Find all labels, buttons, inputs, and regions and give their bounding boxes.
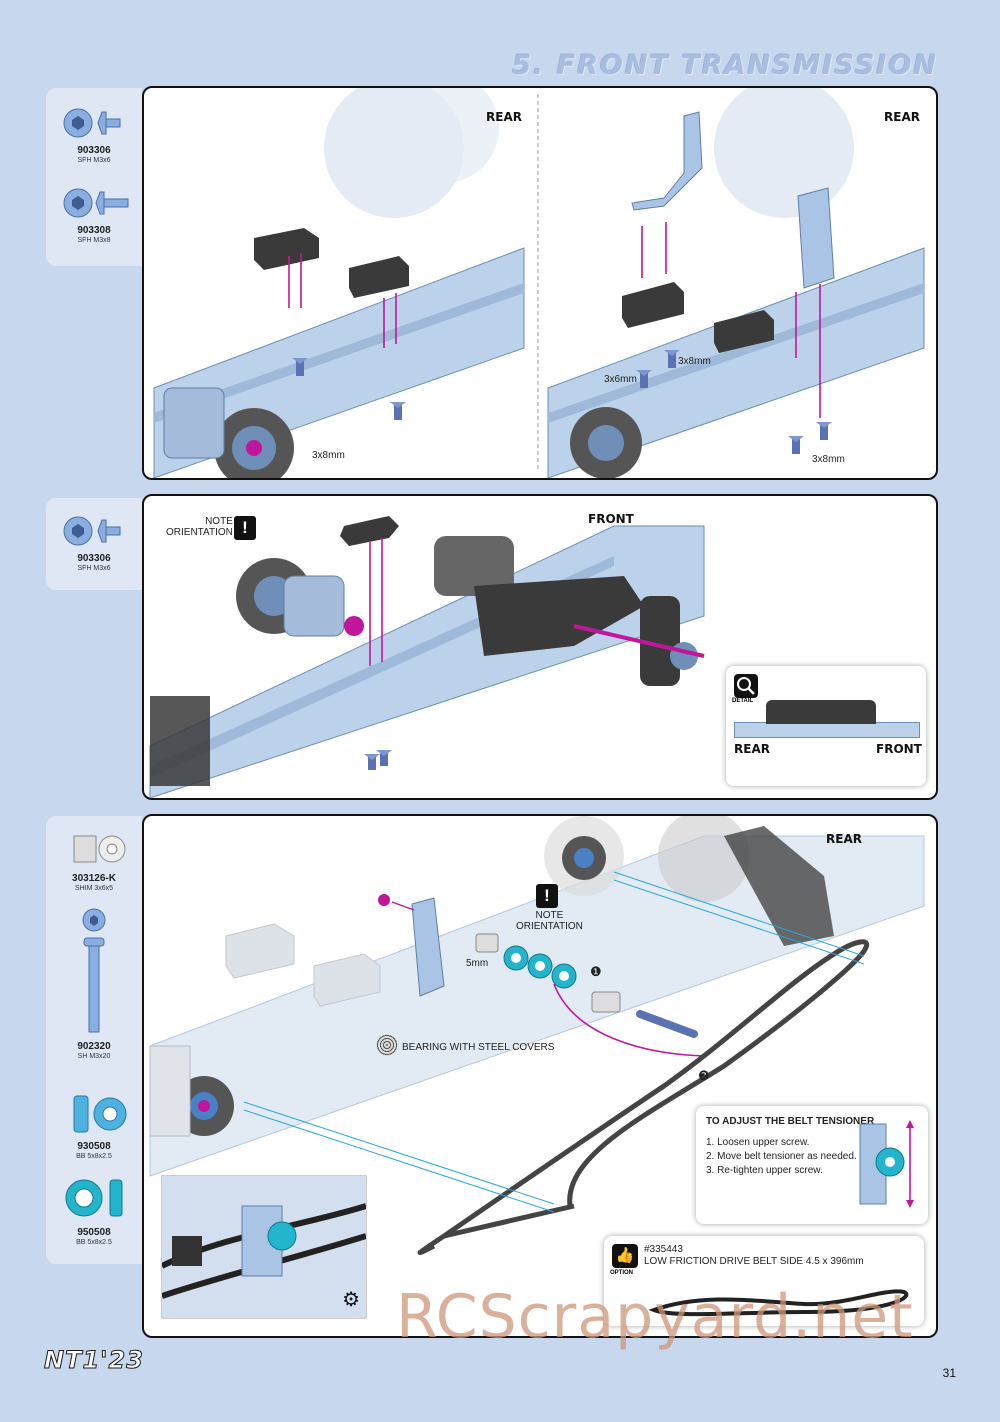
note-orientation: NOTE ORIENTATION	[166, 516, 233, 538]
screw-label-right-b: 3x6mm	[604, 374, 637, 385]
part-903306: 903306 SFH M3x6	[46, 106, 142, 165]
note-text-line1: NOTE	[535, 910, 564, 921]
spacer-label: 5mm	[466, 958, 489, 969]
flat-head-screw-icon	[63, 108, 121, 138]
option-part: #335443	[644, 1244, 683, 1255]
direction-text: REAR	[884, 110, 920, 124]
bearing-icon	[65, 1179, 123, 1217]
part-desc: SHIM 3x6x5	[74, 885, 114, 892]
parts-column-step2: 903306 SFH M3x6	[46, 498, 142, 590]
adjust-step: 3. Re-tighten upper screw.	[706, 1165, 823, 1176]
warning-icon: !	[536, 884, 558, 908]
part-desc: SFH M3x6	[77, 565, 111, 572]
option-desc: LOW FRICTION DRIVE BELT SIDE 4.5 x 396mm	[644, 1256, 864, 1267]
adjust-belt-tensioner-box: TO ADJUST THE BELT TENSIONER 1. Loosen u…	[696, 1106, 928, 1224]
part-950508: 950508 BB 5x8x2.5	[46, 1174, 142, 1247]
tensioner-diagram	[859, 1120, 914, 1208]
detail-plate	[734, 722, 920, 738]
part-desc: SH M3x20	[77, 1053, 111, 1060]
screw-label-right-c: 3x8mm	[812, 454, 845, 465]
detail-rear: REAR	[734, 742, 770, 756]
adjust-title: TO ADJUST THE BELT TENSIONER	[706, 1116, 875, 1127]
part-number: 903306	[77, 145, 111, 156]
detail-box: DETAIL REAR FRONT	[726, 666, 926, 786]
adjust-step: 1. Loosen upper screw.	[706, 1137, 810, 1148]
note-text-line2: ORIENTATION	[516, 921, 583, 932]
step2-panel: NOTE ORIENTATION ! FRONT DETAIL REAR FRO…	[142, 494, 938, 800]
note-orientation: NOTE ORIENTATION	[516, 910, 583, 932]
direction-rear: REAR	[826, 832, 862, 846]
parts-column-step3: 303126-K SHIM 3x6x5 902320 SH M3x20 9305…	[46, 816, 142, 1264]
adjust-steps: 1. Loosen upper screw. 2. Move belt tens…	[706, 1136, 857, 1178]
screw-label-left: 3x8mm	[312, 450, 345, 461]
part-desc: BB 5x8x2.5	[76, 1239, 112, 1246]
part-desc: BB 5x8x2.5	[76, 1153, 112, 1160]
part-desc: SFH M3x6	[77, 157, 111, 164]
detail-label: DETAIL	[732, 698, 754, 704]
option-tag: OPTION	[610, 1270, 634, 1276]
product-logo: NT1'23	[44, 1346, 144, 1375]
detail-front: FRONT	[876, 742, 922, 756]
step1-illustration	[153, 88, 925, 478]
note-text-line2: ORIENTATION	[166, 527, 233, 538]
right-assembly-drawing	[547, 88, 925, 478]
step2-illustration	[149, 516, 705, 798]
note-text-line1: NOTE	[205, 516, 233, 527]
part-number: 903306	[77, 553, 111, 564]
step1-panel: REAR REAR 3x8mm 3x8mm 3x6mm 3x8mm	[142, 86, 938, 480]
marker-2: ❷	[698, 1068, 710, 1083]
direction-text: REAR	[826, 832, 862, 846]
page-number: 31	[942, 1366, 956, 1380]
direction-rear-left: REAR	[486, 110, 522, 124]
step3-panel: REAR ! NOTE ORIENTATION 5mm ❶ ❷ BEARING …	[142, 814, 938, 1338]
part-desc: SFH M3x8	[77, 237, 111, 244]
part-303126-k: 303126-K SHIM 3x6x5	[46, 830, 142, 893]
part-903308: 903308 SFH M3x8	[46, 186, 142, 245]
part-903306: 903306 SFH M3x6	[46, 514, 142, 573]
option-box: 👍 OPTION #335443 LOW FRICTION DRIVE BELT…	[604, 1236, 924, 1326]
marker-1: ❶	[590, 964, 602, 979]
flat-head-screw-icon	[63, 188, 129, 218]
thumbs-up-icon: 👍	[612, 1244, 638, 1268]
part-902320: 902320 SH M3x20	[46, 906, 142, 1061]
direction-text: REAR	[486, 110, 522, 124]
bearing-icon	[73, 1095, 127, 1133]
option-belt-drawing	[648, 1289, 909, 1317]
socket-head-screw-icon	[82, 908, 106, 1033]
part-number: 930508	[77, 1141, 111, 1152]
direction-text: FRONT	[876, 742, 922, 756]
direction-text: FRONT	[588, 512, 634, 526]
bearing-label: BEARING WITH STEEL COVERS	[402, 1042, 555, 1053]
part-number: 950508	[77, 1227, 111, 1238]
magnifier-icon	[734, 674, 758, 698]
warning-icon: !	[234, 516, 256, 540]
inset-photo: ⚙	[160, 1176, 367, 1318]
tensioner-photo	[160, 1176, 367, 1318]
direction-rear-right: REAR	[884, 110, 920, 124]
direction-front: FRONT	[588, 512, 634, 526]
direction-text: REAR	[734, 742, 770, 756]
flat-head-screw-icon	[63, 516, 121, 546]
fingerprint-icon	[376, 1034, 398, 1056]
part-number: 303126-K	[72, 873, 116, 884]
left-assembly-drawing	[153, 88, 525, 478]
section-title: 5. FRONT TRANSMISSION	[512, 50, 938, 81]
tools-icon: ⚙	[342, 1289, 360, 1311]
parts-column-step1: 903306 SFH M3x6 903308 SFH M3x8	[46, 88, 142, 266]
part-930508: 930508 BB 5x8x2.5	[46, 1092, 142, 1161]
screw-label-right-a: 3x8mm	[678, 356, 711, 367]
part-number: 902320	[77, 1041, 111, 1052]
detail-block	[766, 700, 876, 724]
adjust-step: 2. Move belt tensioner as needed.	[706, 1151, 857, 1162]
watermark: RCScrapyard.net	[396, 1282, 914, 1352]
shim-icon	[73, 835, 126, 863]
part-number: 903308	[77, 225, 111, 236]
